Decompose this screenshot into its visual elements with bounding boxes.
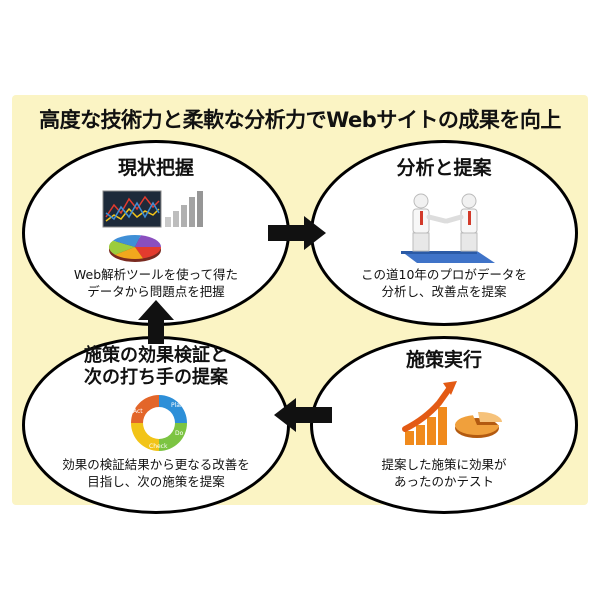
step-heading: 分析と提案 (396, 157, 492, 179)
business-handshake-icon (401, 193, 495, 263)
pdca-cycle-icon: Plan Do Check Act (131, 395, 187, 451)
svg-text:Act: Act (133, 408, 143, 415)
step-current-status: 現状把握 Web解析ツールを使って得た データから問題点を把握 (22, 140, 290, 326)
step-verification: 施策の効果検証と 次の打ち手の提案 Plan Do Check Act 効果の検… (22, 336, 290, 514)
step-description: Web解析ツールを使って得た データから問題点を把握 (73, 267, 239, 299)
step-description: 効果の検証結果から更なる改善を 目指し、次の施策を提案 (62, 457, 250, 489)
step-execution: 施策実行 提案した施策に効果が あったのかテスト (310, 336, 578, 514)
step-heading: 現状把握 (117, 157, 194, 179)
step-description: この道10年のプロがデータを 分析し、改善点を提案 (361, 267, 527, 299)
step-heading: 施策の効果検証と 次の打ち手の提案 (84, 345, 228, 388)
chart-monitor-pie-icon (102, 190, 203, 262)
svg-text:Do: Do (175, 430, 184, 437)
svg-text:Plan: Plan (171, 402, 184, 409)
step-analysis-proposal: 分析と提案 この道10年のプロがデータを 分析し、改善点を提案 (310, 140, 578, 326)
arrow-left-icon (274, 398, 332, 432)
page-title: 高度な技術力と柔軟な分析力でWebサイトの成果を向上 (39, 108, 561, 132)
arrow-up-icon (138, 300, 174, 344)
step-description: 提案した施策に効果が あったのかテスト (381, 457, 507, 489)
arrow-right-icon (268, 216, 326, 250)
svg-text:Check: Check (149, 443, 168, 450)
step-heading: 施策実行 (405, 349, 482, 371)
rising-bar-chart-icon (402, 381, 503, 445)
